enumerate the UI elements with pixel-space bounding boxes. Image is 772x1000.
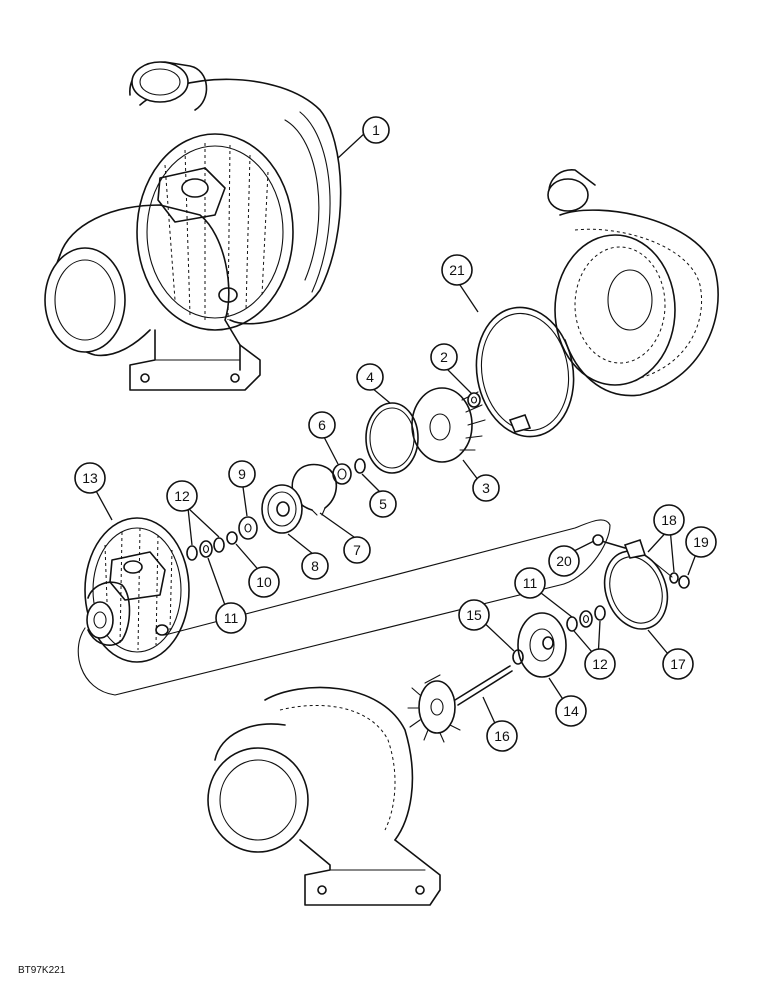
part-9-thrust-bearing xyxy=(238,516,258,540)
leader-lines xyxy=(94,131,700,731)
callout-14-label: 14 xyxy=(563,703,579,719)
callout-4-label: 4 xyxy=(366,369,374,385)
callout-4: 4 xyxy=(356,363,384,391)
compressor-housing-outline xyxy=(547,169,719,397)
part-16-turbine-wheel-shaft xyxy=(407,665,513,743)
callout-15-label: 15 xyxy=(466,607,482,623)
part-4-o-ring xyxy=(365,402,419,474)
callout-14: 14 xyxy=(555,695,587,727)
callout-19-label: 19 xyxy=(693,534,709,550)
callout-2-label: 2 xyxy=(440,349,448,365)
callout-5-label: 5 xyxy=(379,496,387,512)
turbine-housing-outline xyxy=(207,686,441,906)
callout-3: 3 xyxy=(472,474,500,502)
callout-13-label: 13 xyxy=(82,470,98,486)
callout-15: 15 xyxy=(458,599,490,631)
reference-code: BT97K221 xyxy=(18,965,66,976)
turbocharger-assembly xyxy=(44,61,342,391)
callout-10-label: 10 xyxy=(256,574,272,590)
part-20-bolt xyxy=(592,534,626,549)
callout-17: 17 xyxy=(662,648,694,680)
callout-12-right-label: 12 xyxy=(592,656,608,672)
callout-6: 6 xyxy=(308,411,336,439)
callout-20: 20 xyxy=(548,545,580,577)
callout-9-label: 9 xyxy=(238,466,246,482)
callout-2: 2 xyxy=(430,343,458,371)
callout-10: 10 xyxy=(248,566,280,598)
callout-7-label: 7 xyxy=(353,542,361,558)
part-13-center-housing xyxy=(84,517,190,663)
callout-21-label: 21 xyxy=(449,262,465,278)
callout-9: 9 xyxy=(228,460,256,488)
callout-16: 16 xyxy=(486,720,518,752)
callout-11-right-label: 11 xyxy=(523,575,538,591)
callout-17-label: 17 xyxy=(670,656,686,672)
part-21-snap-ring xyxy=(475,306,575,438)
callout-16-label: 16 xyxy=(494,728,510,744)
callout-13: 13 xyxy=(74,462,106,494)
callout-11-left-label: 11 xyxy=(224,610,239,626)
callout-1-label: 1 xyxy=(372,122,380,138)
callout-12-left-label: 12 xyxy=(174,488,190,504)
part-10-ring xyxy=(226,531,238,545)
callout-3-label: 3 xyxy=(482,480,490,496)
part-2-nut xyxy=(467,392,481,408)
part-11-12-right-group xyxy=(566,605,606,632)
callout-5: 5 xyxy=(369,490,397,518)
callout-8: 8 xyxy=(301,552,329,580)
callout-18-label: 18 xyxy=(661,512,677,528)
part-14-heat-shield xyxy=(517,612,567,678)
callout-11-left: 11 xyxy=(215,602,247,634)
callout-12-right: 12 xyxy=(584,648,616,680)
callout-19: 19 xyxy=(685,526,717,558)
part-15-piston-ring xyxy=(512,649,524,665)
callout-7: 7 xyxy=(343,536,371,564)
part-11-12-left-group xyxy=(186,537,225,561)
callout-1: 1 xyxy=(362,116,390,144)
part-5-ring xyxy=(354,458,366,474)
part-8-seal-plate xyxy=(261,484,303,534)
callout-21: 21 xyxy=(441,254,473,286)
part-17-v-band-clamp xyxy=(603,538,669,630)
callout-12-left: 12 xyxy=(166,480,198,512)
callout-20-label: 20 xyxy=(556,553,572,569)
callout-11-right: 11 xyxy=(514,567,546,599)
callout-8-label: 8 xyxy=(311,558,319,574)
assembly-path-line xyxy=(77,519,611,696)
part-6-thrust-collar xyxy=(332,463,352,485)
part-18-19-washer-nut xyxy=(644,554,690,589)
callout-18: 18 xyxy=(653,504,685,536)
callout-6-label: 6 xyxy=(318,417,326,433)
